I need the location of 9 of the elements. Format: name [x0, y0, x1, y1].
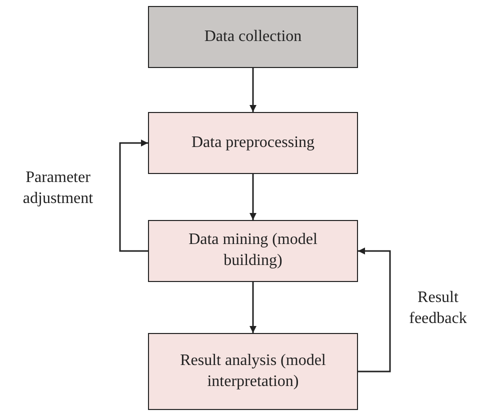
arrow — [250, 282, 256, 333]
start-box: Data collection — [148, 6, 358, 68]
process-box: Data mining (model building) — [148, 220, 358, 282]
arrow — [358, 248, 391, 372]
arrow — [250, 68, 256, 112]
arrow — [119, 140, 148, 252]
arrow — [250, 174, 256, 220]
process-box: Result analysis (model interpretation) — [148, 333, 358, 410]
process-box: Data preprocessing — [148, 112, 358, 174]
